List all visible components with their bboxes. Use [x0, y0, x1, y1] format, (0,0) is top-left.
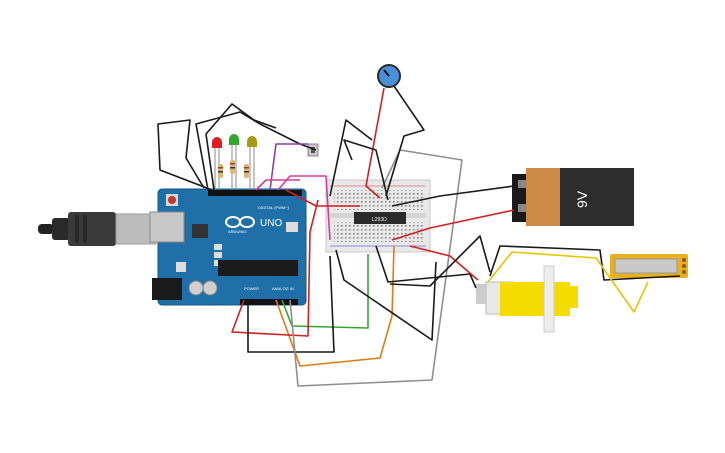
resistor-1	[218, 164, 223, 178]
battery-9v: 9V	[512, 168, 634, 226]
arduino-uno-board: DIGITAL (PWM~) UNO ARDUINO POWER ANALOG …	[149, 188, 307, 306]
atmega-chip	[218, 260, 298, 276]
wires	[157, 85, 681, 387]
battery-label: 9V	[574, 190, 590, 208]
wire-lcd-black	[489, 245, 681, 281]
wire-motor-red	[409, 245, 479, 281]
usb-cable	[38, 212, 157, 246]
wire-pot-red	[365, 87, 385, 199]
led-yellow	[247, 136, 257, 190]
wire-magenta-2	[255, 179, 300, 191]
wire-black-1	[157, 119, 213, 191]
l293d-label: L293D	[372, 217, 387, 223]
wire-green	[281, 254, 369, 329]
potentiometer[interactable]	[377, 64, 401, 88]
power-analog-header	[240, 299, 298, 305]
wire-lcd-yellow	[487, 251, 649, 313]
wire-black-5	[335, 249, 437, 341]
wire-black-4	[247, 255, 335, 353]
analog-header-label: ANALOG IN	[272, 286, 294, 291]
wire-batt-red	[391, 209, 515, 241]
wire-motor-black	[375, 245, 477, 289]
l293d-chip	[354, 212, 406, 224]
resistor-3	[244, 164, 249, 178]
brand-label: ARDUINO	[228, 229, 246, 234]
pushbutton[interactable]	[307, 143, 319, 157]
wire-batt-black	[391, 185, 515, 207]
wire-magenta	[277, 175, 331, 241]
wire-motor-black-2	[389, 235, 491, 287]
reset-button[interactable]	[168, 196, 176, 204]
wire-purple	[269, 143, 308, 191]
dc-gear-motor	[476, 265, 578, 333]
wire-pot-black-3	[343, 139, 389, 201]
wire-red-2	[231, 199, 319, 337]
power-header-label: POWER	[244, 286, 259, 291]
wire-pot-black	[385, 85, 425, 197]
resistor-2	[230, 160, 235, 174]
arduino-logo: UNO ARDUINO	[225, 216, 282, 234]
wire-orange	[275, 245, 395, 367]
digital-header	[208, 190, 302, 196]
wire-black-3	[205, 103, 277, 191]
wire-pot-black-2	[329, 119, 373, 197]
breadboard: L293D	[325, 179, 431, 253]
lcd-module	[610, 254, 688, 278]
model-label: UNO	[260, 218, 282, 229]
digital-header-label: DIGITAL (PWM~)	[258, 205, 290, 210]
